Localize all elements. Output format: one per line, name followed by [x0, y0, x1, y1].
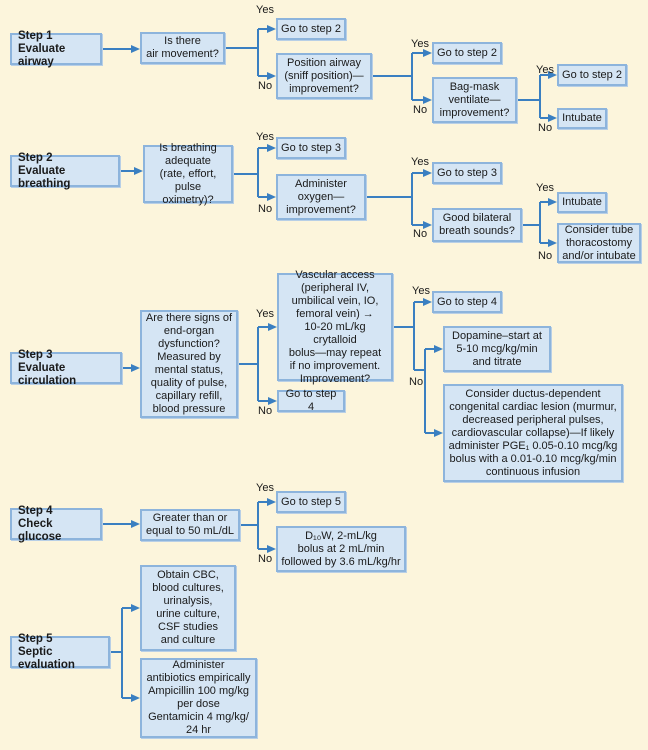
step2-yes-box: Go to step 3 [276, 137, 346, 159]
step2-yes3-box: Intubate [557, 192, 607, 213]
arrowhead-icon [267, 144, 276, 152]
yes-label: Yes [411, 38, 429, 50]
step5-obtain-cbc: Obtain CBC, blood cultures, urinalysis, … [140, 565, 236, 651]
step2-question: Is breathing adequate (rate, effort, pul… [143, 142, 233, 206]
arrowhead-icon [423, 169, 432, 177]
step5-label: Step 5 Septic evaluation [10, 633, 110, 671]
no-label: No [409, 376, 424, 388]
step1-yes3-box: Go to step 2 [557, 64, 627, 86]
step3-question: Are there signs of end-organ dysfunction… [140, 310, 238, 418]
no-label: No [538, 250, 553, 262]
arrowhead-icon [423, 298, 432, 306]
arrowhead-icon [131, 364, 140, 372]
yes-label: Yes [536, 182, 554, 194]
no-label: No [258, 553, 273, 565]
step1-yes2-box: Go to step 2 [432, 42, 502, 64]
yes-label: Yes [256, 308, 274, 320]
arrowhead-icon [267, 72, 276, 80]
yes-label: Yes [256, 131, 274, 143]
no-label: No [258, 203, 273, 215]
arrowhead-icon [267, 545, 276, 553]
arrowhead-icon [548, 198, 557, 206]
arrowhead-icon [134, 167, 143, 175]
step4-label: Step 4 Check glucose [10, 505, 102, 543]
step1-no3-box: Intubate [557, 108, 607, 129]
step4-yes-box: Go to step 5 [276, 491, 346, 513]
no-label: No [258, 80, 273, 92]
step1-question: Is there air movement? [140, 32, 225, 64]
arrowhead-icon [434, 429, 443, 437]
step1-no-box: Position airway (sniff position)— improv… [276, 53, 372, 99]
arrowhead-icon [423, 221, 432, 229]
arrowhead-icon [267, 498, 276, 506]
yes-label: Yes [256, 482, 274, 494]
arrowhead-icon [548, 71, 557, 79]
arrowhead-icon [423, 49, 432, 57]
step3-ductus-box: Consider ductus-dependent congenital car… [443, 384, 623, 482]
arrowhead-icon [267, 25, 276, 33]
step1-no2-box: Bag-mask ventilate— improvement? [432, 77, 517, 123]
step3-yes-box: Vascular access (peripheral IV, umbilica… [277, 269, 393, 385]
arrowhead-icon [131, 45, 140, 53]
step1-yes-box: Go to step 2 [276, 18, 346, 40]
arrowhead-icon [267, 193, 276, 201]
arrowhead-icon [434, 345, 443, 353]
step2-no-box: Administer oxygen— improvement? [276, 174, 366, 220]
no-label: No [413, 104, 428, 116]
arrowhead-icon [268, 323, 277, 331]
yes-label: Yes [256, 4, 274, 16]
step3-dopamine-box: Dopamine–start at 5-10 mcg/kg/min and ti… [443, 326, 551, 372]
no-label: No [258, 405, 273, 417]
step2-yes2-box: Go to step 3 [432, 162, 502, 184]
step1-label: Step 1 Evaluate airway [10, 30, 102, 68]
step2-no2-box: Good bilateral breath sounds? [432, 208, 522, 242]
step5-antibiotics: Administer antibiotics empirically Ampic… [140, 658, 257, 738]
step3-no-box: Go to step 4 [277, 388, 345, 413]
step3-yes2-box: Go to step 4 [432, 291, 502, 313]
no-label: No [538, 122, 553, 134]
no-label: No [413, 228, 428, 240]
arrowhead-icon [131, 520, 140, 528]
yes-label: Yes [411, 156, 429, 168]
arrowhead-icon [548, 114, 557, 122]
arrowhead-icon [131, 604, 140, 612]
step2-no3-box: Consider tube thoracostomy and/or intuba… [557, 223, 641, 263]
arrowhead-icon [131, 694, 140, 702]
step3-label: Step 3 Evaluate circulation [10, 349, 122, 387]
step2-label: Step 2 Evaluate breathing [10, 152, 120, 190]
yes-label: Yes [412, 285, 430, 297]
arrowhead-icon [548, 239, 557, 247]
step4-no-box: D₁₀W, 2-mL/kg bolus at 2 mL/min followed… [276, 526, 406, 572]
arrowhead-icon [423, 96, 432, 104]
arrowhead-icon [268, 397, 277, 405]
step4-question: Greater than or equal to 50 mL/dL [140, 509, 240, 541]
yes-label: Yes [536, 64, 554, 76]
